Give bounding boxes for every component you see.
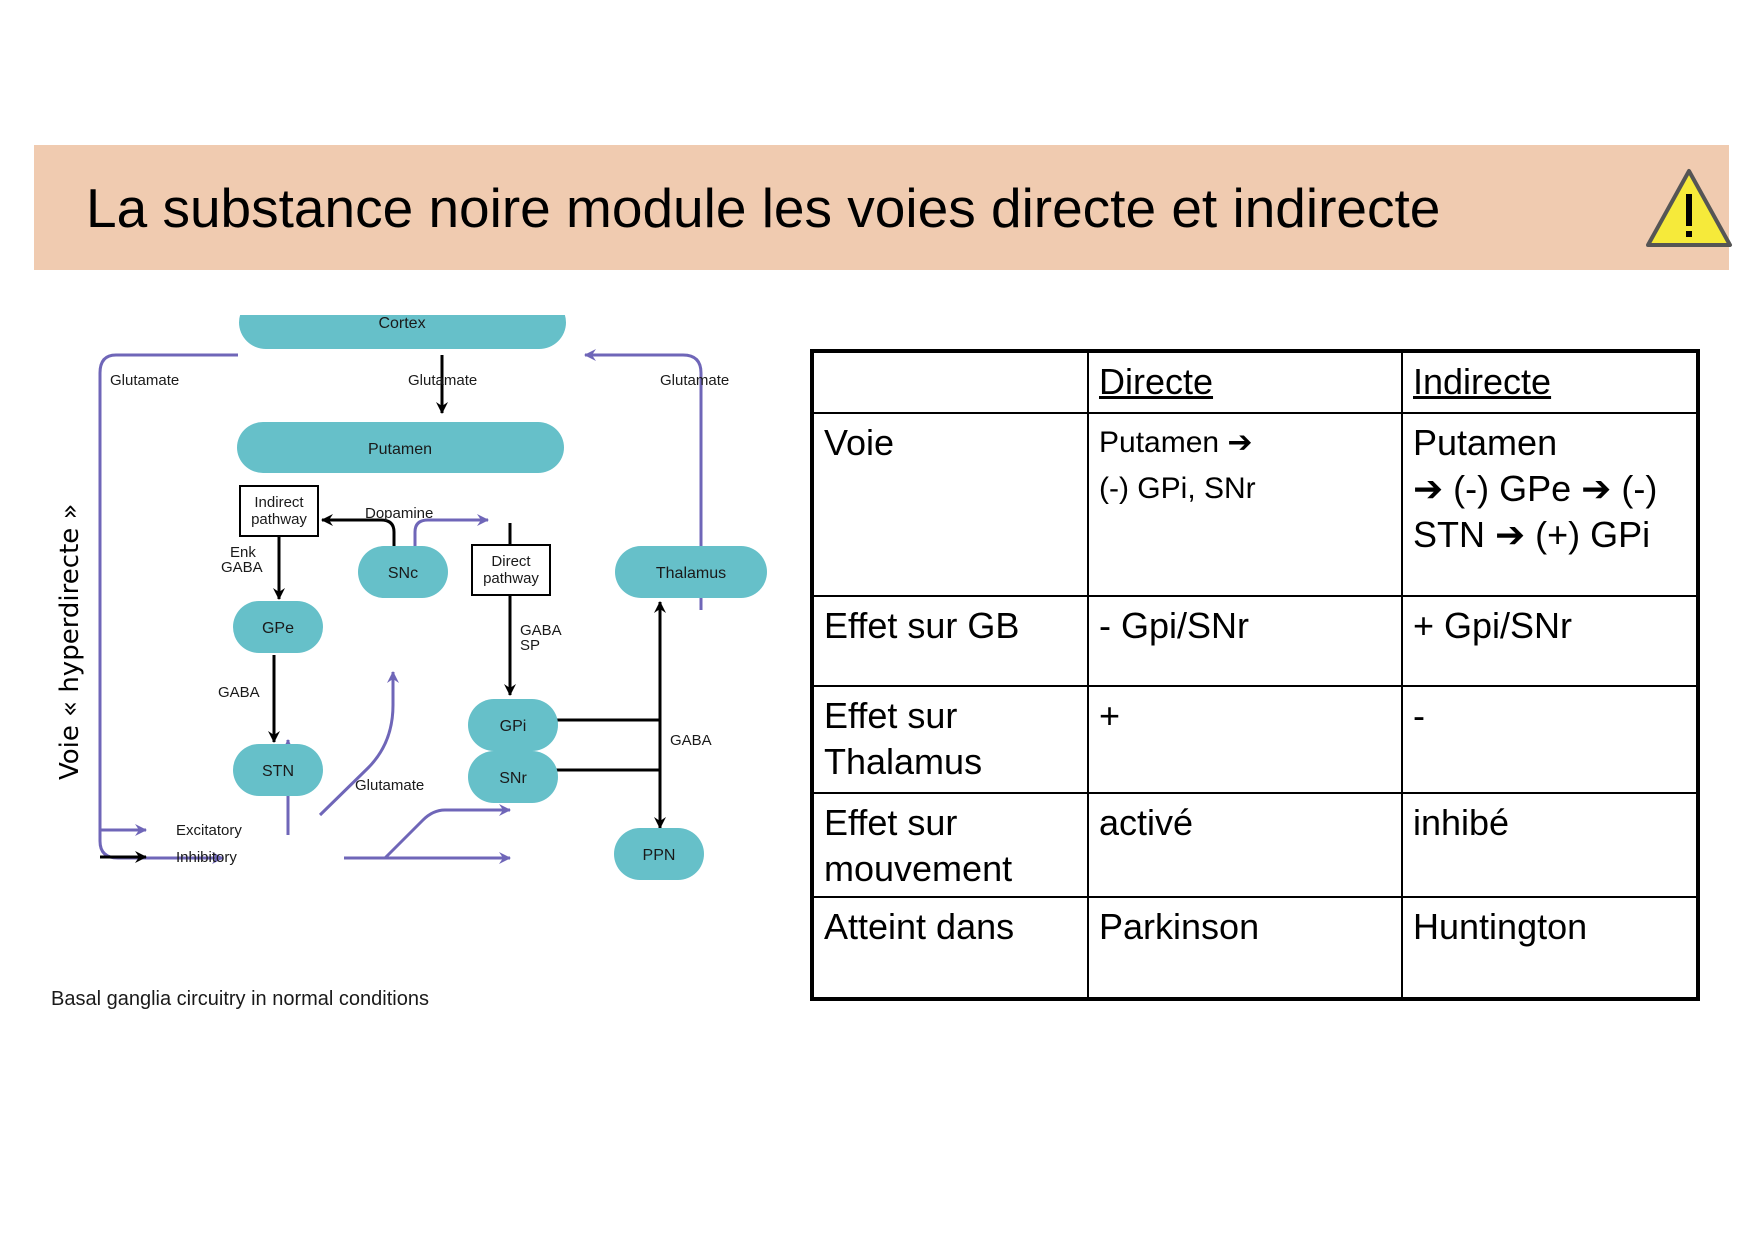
glutamate-right-label: Glutamate <box>660 372 729 389</box>
table-row: Effet sur GB - Gpi/SNr + Gpi/SNr <box>811 595 1699 687</box>
gpe-node <box>233 601 323 653</box>
cell-voie-indirecte: Putamen ➔ (-) GPe ➔ (-) STN ➔ (+) GPi <box>1401 412 1699 597</box>
stn-node <box>233 744 323 796</box>
direct-pathway-label-2: pathway <box>483 570 539 587</box>
slide-title: La substance noire module les voies dire… <box>86 177 1441 239</box>
legend-inhibitory-label: Inhibitory <box>176 849 237 866</box>
snr-node <box>468 751 558 803</box>
table-row: Atteint dans Parkinson Huntington <box>811 896 1699 1000</box>
cell-text-line: STN ➔ (+) GPi <box>1413 514 1651 555</box>
gaba-gpe-stn-label: GABA <box>218 684 260 701</box>
legend: Excitatory Inhibitory <box>100 822 242 866</box>
table-row: Effet sur mouvement activé inhibé <box>811 792 1699 898</box>
indirect-pathway-label-1: Indirect <box>254 494 304 511</box>
row-label-effet-mouvement: Effet sur mouvement <box>811 792 1089 898</box>
glutamate-center-label: Glutamate <box>408 372 477 389</box>
indirect-pathway-box <box>239 485 319 537</box>
cortex-to-stn-arrow <box>98 353 238 864</box>
snc-to-putamen-dopamine-arrow <box>321 514 396 575</box>
header-directe: Directe <box>1087 350 1403 414</box>
row-label-voie: Voie <box>811 412 1089 597</box>
indirect-pathway-label-2: pathway <box>251 511 307 528</box>
row-label-effet-thalamus: Effet sur Thalamus <box>811 685 1089 794</box>
putamen-node <box>237 422 564 473</box>
stn-to-snc-arrow <box>318 671 399 817</box>
diagram-caption: Basal ganglia circuitry in normal condit… <box>51 988 429 1010</box>
table-header-row: Directe Indirecte <box>811 350 1699 414</box>
cell-effet-mouvement-indirecte: inhibé <box>1401 792 1699 898</box>
cell-text-line: ➔ (-) GPe ➔ (-) <box>1413 468 1658 509</box>
warning-triangle-icon <box>1646 169 1732 247</box>
cell-text-line: mouvement <box>824 848 1013 889</box>
comparison-table: Directe Indirecte Voie Putamen ➔ (-) GPi… <box>810 349 1700 1001</box>
cell-text-line: Effet sur <box>824 695 958 736</box>
cell-effet-thalamus-indirecte: - <box>1401 685 1699 794</box>
cell-text-line: (-) GPi, SNr <box>1099 472 1256 505</box>
cell-effet-mouvement-directe: activé <box>1087 792 1403 898</box>
table-row: Effet sur Thalamus + - <box>811 685 1699 794</box>
cortex-label: Cortex <box>378 315 425 332</box>
putamen-label: Putamen <box>368 441 432 458</box>
header-indirecte: Indirecte <box>1401 350 1699 414</box>
stn-to-gpi-arrow <box>383 804 511 860</box>
cell-text-line: Putamen ➔ <box>1099 426 1253 459</box>
row-label-atteint-dans: Atteint dans <box>811 896 1089 1000</box>
snc-to-putamen-arrow <box>413 514 489 575</box>
gpi-node <box>468 699 558 751</box>
cell-voie-directe: Putamen ➔ (-) GPi, SNr <box>1087 412 1403 597</box>
title-banner: La substance noire module les voies dire… <box>34 145 1732 270</box>
gaba-output-label: GABA <box>670 732 712 749</box>
ppn-label: PPN <box>643 847 676 864</box>
snc-node <box>358 546 448 598</box>
thalamus-to-cortex-arrow <box>584 349 703 610</box>
glutamate-stn-label: Glutamate <box>355 777 424 794</box>
thalamus-label: Thalamus <box>656 565 726 582</box>
gpi-label: GPi <box>500 718 527 735</box>
thalamus-node <box>615 546 767 598</box>
cell-text-line: Thalamus <box>824 741 983 782</box>
header-cell-empty <box>811 350 1089 414</box>
glutamate-left-label: Glutamate <box>110 372 179 389</box>
nuclei <box>233 296 767 880</box>
legend-excitatory-label: Excitatory <box>176 822 242 839</box>
comparison-table-wrapper: Directe Indirecte Voie Putamen ➔ (-) GPi… <box>810 349 1700 1001</box>
dopamine-label: Dopamine <box>365 505 433 522</box>
cell-effet-gb-directe: - Gpi/SNr <box>1087 595 1403 687</box>
cell-effet-thalamus-directe: + <box>1087 685 1403 794</box>
gpe-label: GPe <box>262 620 294 637</box>
direct-pathway-box <box>471 544 551 596</box>
snr-label: SNr <box>499 770 527 787</box>
ppn-node <box>614 828 704 880</box>
row-label-effet-gb: Effet sur GB <box>811 595 1089 687</box>
basal-ganglia-diagram: Cortex Putamen SNc Thalamus GPe STN GPi … <box>40 296 800 1035</box>
sp-label: SP <box>520 637 540 654</box>
cell-atteint-directe: Parkinson <box>1087 896 1403 1000</box>
cell-text-line: Putamen <box>1413 422 1558 463</box>
table-row: Voie Putamen ➔ (-) GPi, SNr Putamen ➔ (-… <box>811 412 1699 597</box>
gaba-sp-label: GABA <box>520 622 562 639</box>
snc-label: SNc <box>388 565 418 582</box>
enk-gaba-label: GABA <box>221 559 263 576</box>
enk-label: Enk <box>230 544 256 561</box>
stn-label: STN <box>262 763 294 780</box>
direct-pathway-label-1: Direct <box>491 553 531 570</box>
cell-text-line: Effet sur <box>824 802 958 843</box>
cell-atteint-indirecte: Huntington <box>1401 896 1699 1000</box>
cell-effet-gb-indirecte: + Gpi/SNr <box>1401 595 1699 687</box>
